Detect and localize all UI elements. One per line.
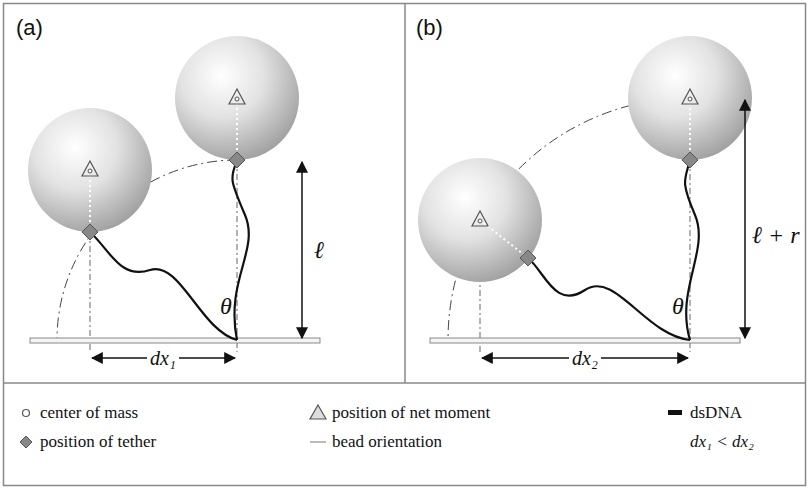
inequality-note: dx₁ < dx₂: [690, 433, 754, 452]
legend-text: bead orientation: [332, 433, 442, 452]
dimension-label: dx₁: [147, 347, 179, 369]
legend-text: center of mass: [40, 404, 138, 423]
legend-text: position of net moment: [332, 404, 490, 423]
length-symbol: ℓ: [314, 237, 324, 263]
angle-symbol: θ: [220, 293, 232, 319]
length-symbol: ℓ + r: [752, 222, 800, 248]
legend-text: dsDNA: [690, 404, 742, 423]
panel-letter: (b): [416, 16, 443, 40]
legend-text: position of tether: [40, 433, 156, 452]
panel-letter: (a): [16, 16, 43, 40]
dimension-label: dx₂: [569, 347, 601, 369]
angle-symbol: θ: [672, 293, 684, 319]
